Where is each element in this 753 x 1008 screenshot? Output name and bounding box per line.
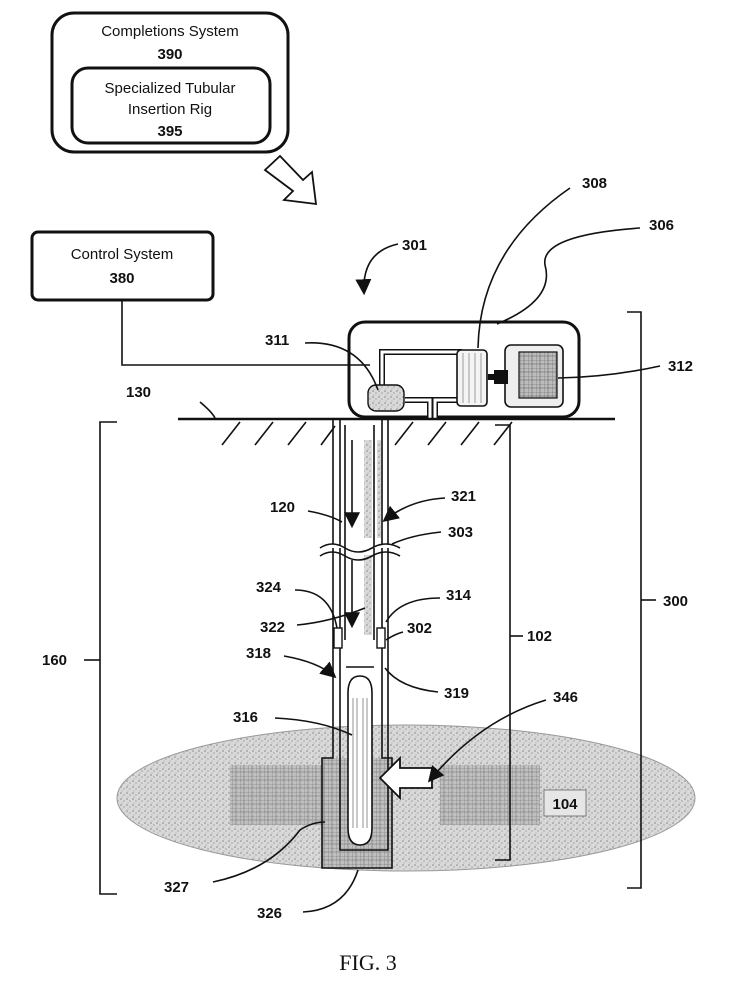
- reservoir-104: 104: [117, 725, 695, 871]
- label-318: 318: [246, 645, 271, 662]
- leader-314: [386, 598, 440, 622]
- label-120: 120: [270, 499, 295, 516]
- label-306: 306: [649, 217, 674, 234]
- label-327: 327: [164, 879, 189, 896]
- label-324: 324: [256, 579, 282, 596]
- completions-system-number: 390: [157, 46, 182, 63]
- label-300: 300: [663, 593, 688, 610]
- insertion-rig-line2: Insertion Rig: [128, 101, 212, 118]
- leader-326: [303, 870, 358, 912]
- figure-caption: FIG. 3: [339, 950, 396, 975]
- label-316: 316: [233, 709, 258, 726]
- label-321: 321: [451, 488, 476, 505]
- pump-311: [368, 385, 404, 411]
- completions-system-box: Completions System 390 Specialized Tubul…: [52, 13, 288, 152]
- label-102: 102: [527, 628, 552, 645]
- label-303: 303: [448, 524, 473, 541]
- leader-306: [497, 228, 640, 324]
- leader-303: [392, 532, 441, 544]
- leader-308: [478, 188, 570, 348]
- ground-surface: [178, 419, 615, 445]
- label-326: 326: [257, 905, 282, 922]
- control-system-number: 380: [109, 270, 134, 287]
- leader-321: [385, 498, 445, 520]
- label-346: 346: [553, 689, 578, 706]
- label-322: 322: [260, 619, 285, 636]
- surface-unit: [349, 322, 579, 418]
- control-system-title: Control System: [71, 246, 174, 263]
- hollow-arrow: [265, 156, 316, 204]
- insertion-rig-line1: Specialized Tubular: [105, 80, 236, 97]
- bracket-160: [84, 422, 117, 894]
- insertion-rig-number: 395: [157, 123, 182, 140]
- leader-312: [558, 366, 660, 378]
- leader-120: [308, 511, 342, 522]
- control-system-box: Control System 380: [32, 232, 213, 300]
- leader-318: [284, 656, 334, 676]
- label-130: 130: [126, 384, 151, 401]
- control-line: [122, 300, 370, 365]
- label-311: 311: [265, 332, 289, 349]
- leader-311: [305, 343, 378, 390]
- label-301: 301: [402, 237, 427, 254]
- label-319: 319: [444, 685, 469, 702]
- label-302: 302: [407, 620, 432, 637]
- label-312: 312: [668, 358, 693, 375]
- leader-130: [200, 402, 215, 418]
- label-314: 314: [446, 587, 472, 604]
- label-160: 160: [42, 652, 67, 669]
- insertion-rig-box: Specialized Tubular Insertion Rig 395: [72, 68, 270, 143]
- leader-301: [364, 244, 398, 292]
- leader-319: [385, 668, 438, 692]
- label-104: 104: [552, 796, 578, 813]
- label-308: 308: [582, 175, 607, 192]
- completions-system-title: Completions System: [101, 23, 239, 40]
- motor-308: [457, 350, 487, 406]
